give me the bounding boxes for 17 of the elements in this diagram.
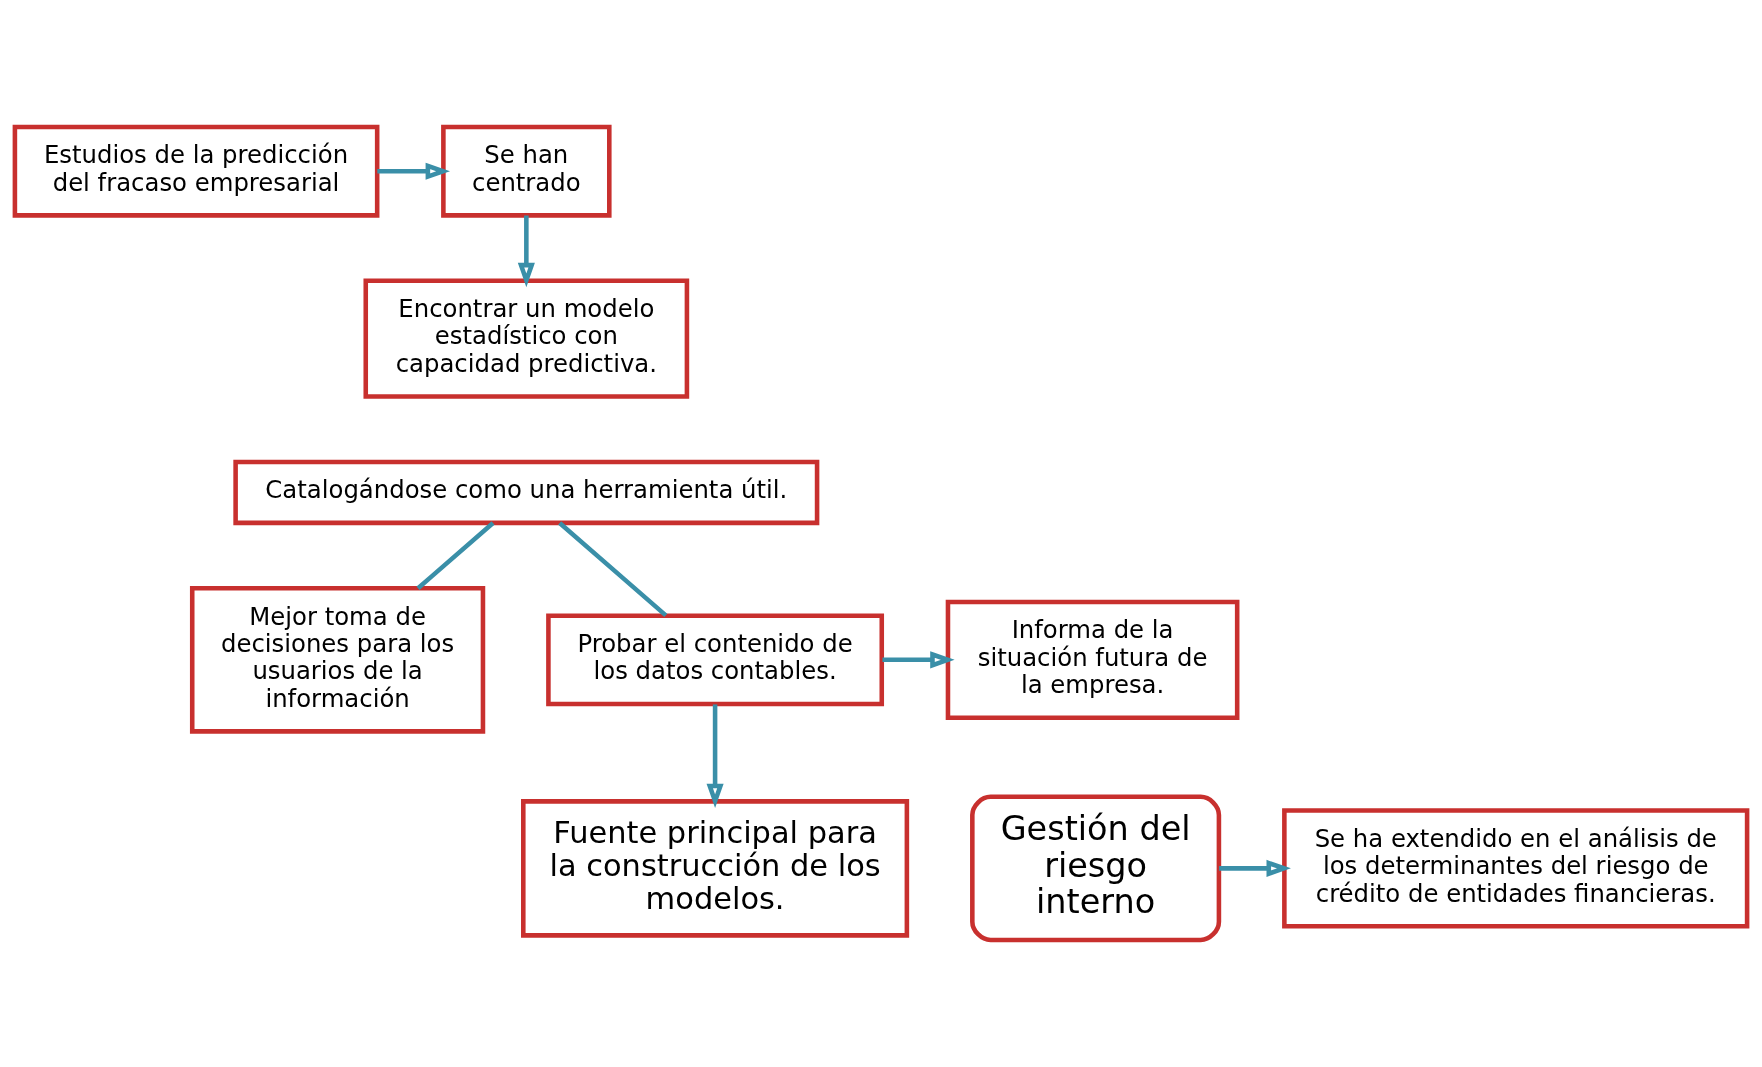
arrow <box>882 651 955 669</box>
node-box: Estudios de la predicción del fracaso empresarial <box>12 124 380 218</box>
connector <box>558 521 668 618</box>
arrow <box>706 704 724 809</box>
arrow <box>517 215 535 288</box>
arrow <box>1219 859 1291 877</box>
node-box: Catalogándose como una herramienta útil. <box>233 459 820 526</box>
node-box: Fuente principal para la construcción de los modelos. <box>521 799 910 938</box>
node-box: Se han centrado <box>441 124 612 218</box>
node-box: Informa de la situación futura de la empresa. <box>945 599 1240 720</box>
node-box: Gestión del riesgo interno <box>970 794 1222 943</box>
node-box: Se ha extendido en el análisis de los determinantes del riesgo de crédito de entidades financieras. <box>1282 808 1750 929</box>
arrow <box>377 162 450 180</box>
node-box: Mejor toma de decisiones para los usuarios de la información <box>189 586 486 734</box>
connector <box>416 521 495 590</box>
node-box: Encontrar un modelo estadístico con capacidad predictiva. <box>363 278 690 399</box>
node-box: Probar el contenido de los datos contables. <box>546 613 885 707</box>
